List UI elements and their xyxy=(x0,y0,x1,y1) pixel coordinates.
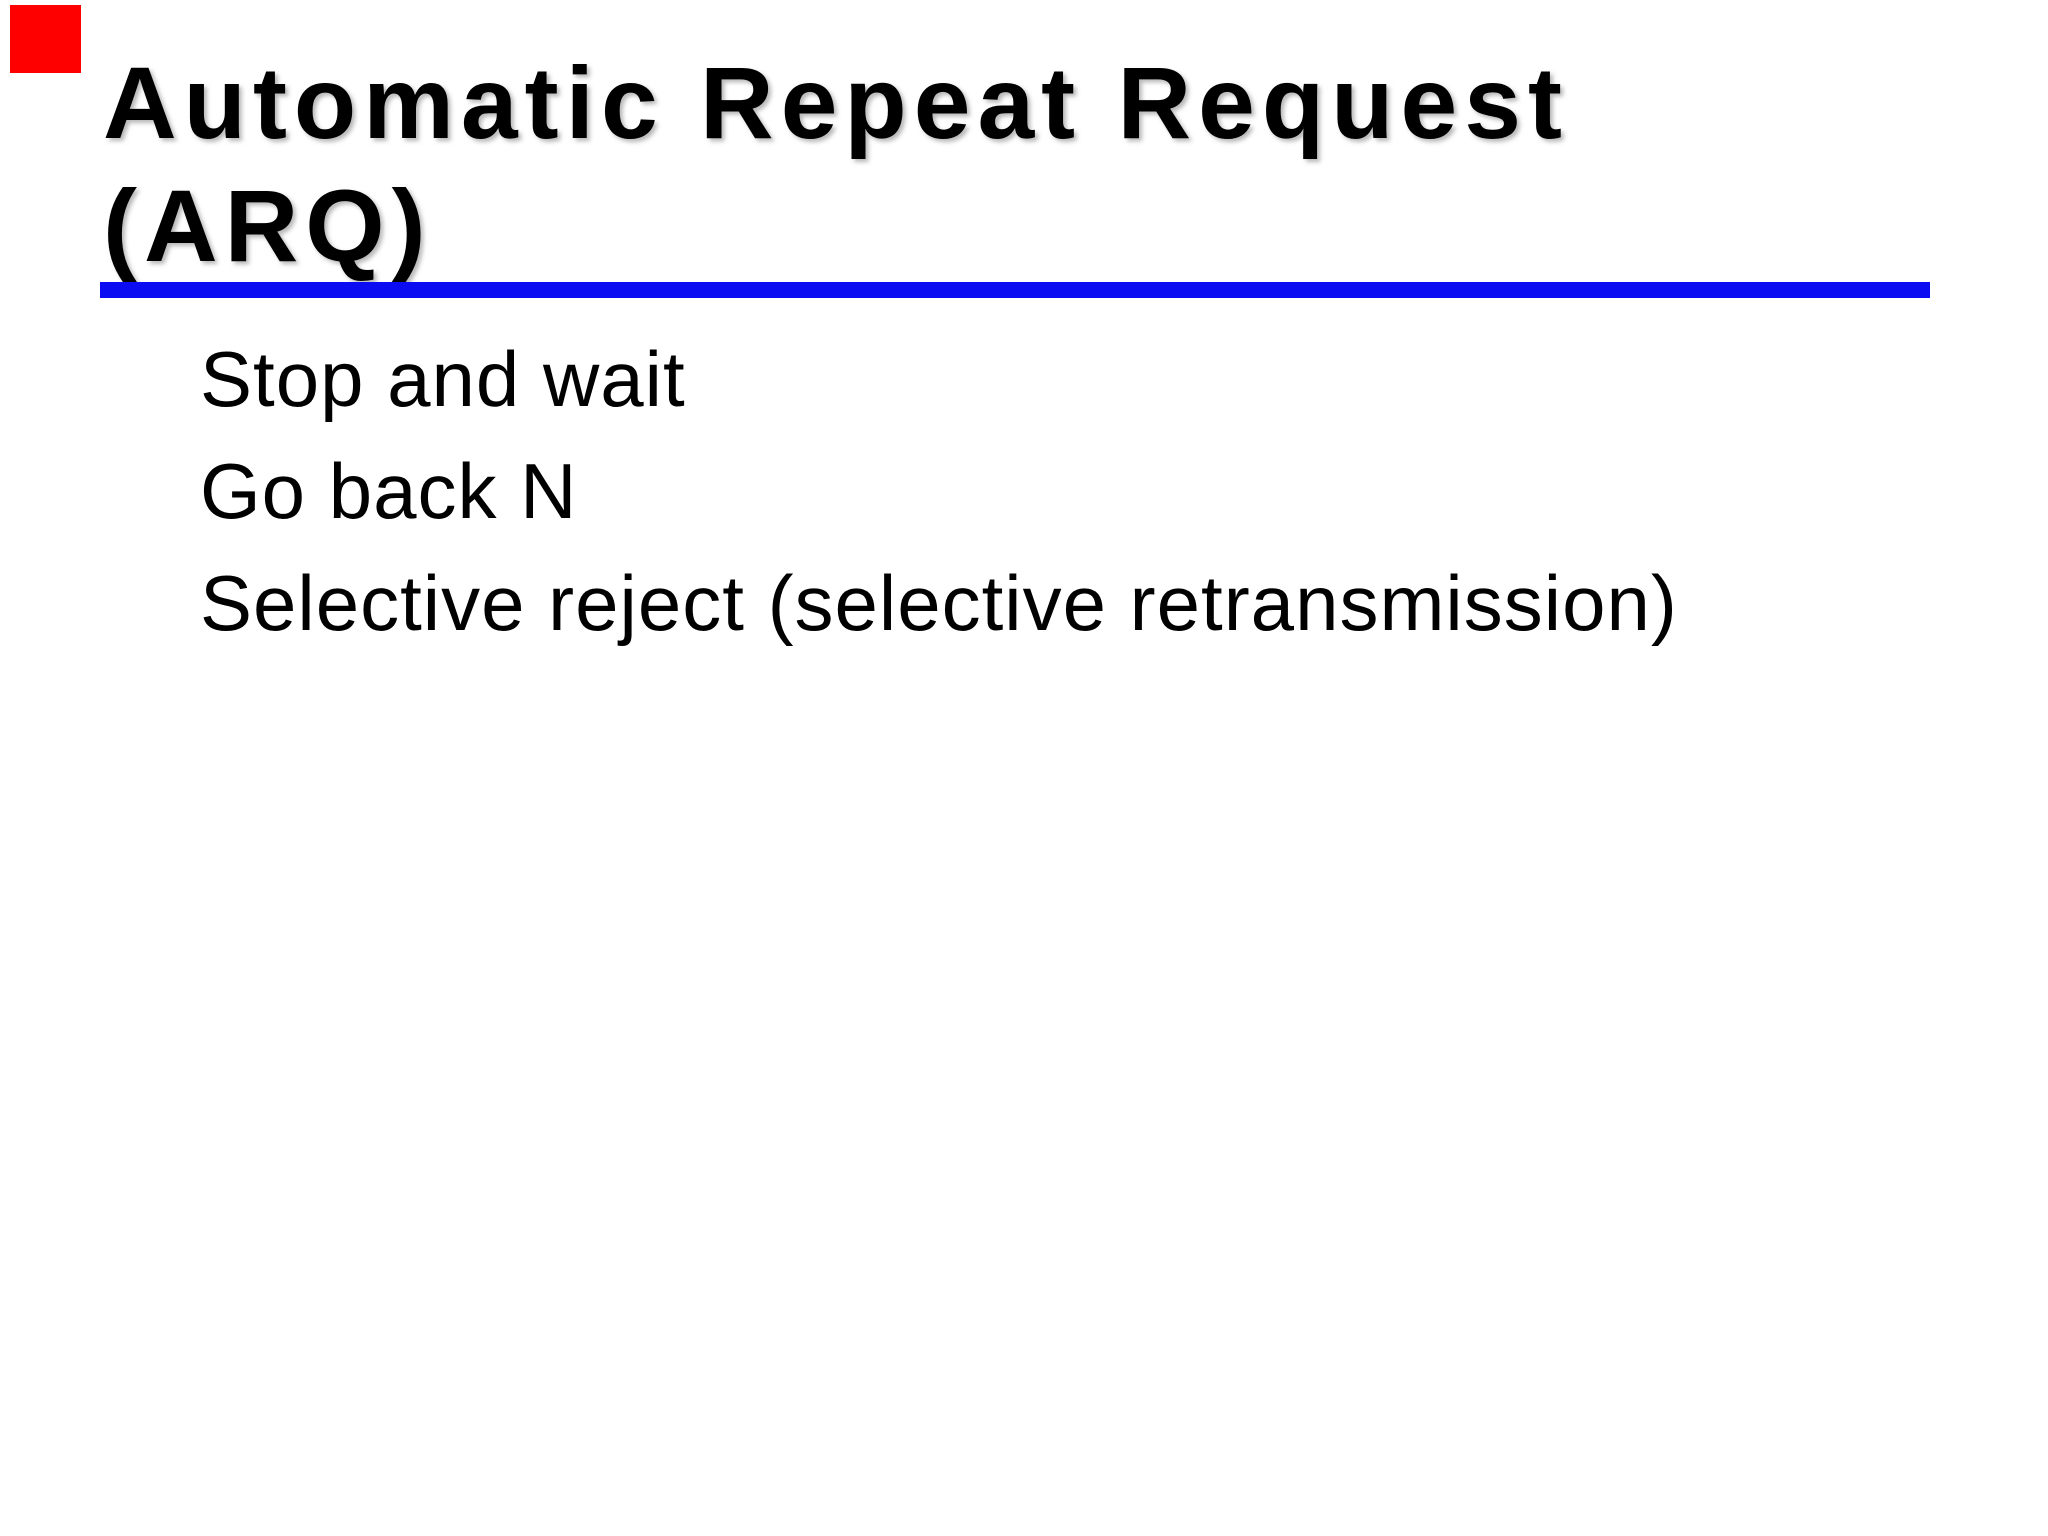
list-item: Stop and wait xyxy=(200,335,686,423)
bullet-list: Stop and wait Go back N Selective reject… xyxy=(200,323,1678,659)
list-item: Selective reject (selective retransmissi… xyxy=(200,559,1678,647)
list-item: Go back N xyxy=(200,447,578,535)
slide-title-line2: (ARQ) xyxy=(103,169,433,283)
title-divider-rule xyxy=(100,282,1930,298)
slide-title-line1: Automatic Repeat Request xyxy=(103,46,1569,160)
slide-title: Automatic Repeat Request (ARQ) xyxy=(103,42,1569,288)
red-corner-marker xyxy=(10,5,81,73)
